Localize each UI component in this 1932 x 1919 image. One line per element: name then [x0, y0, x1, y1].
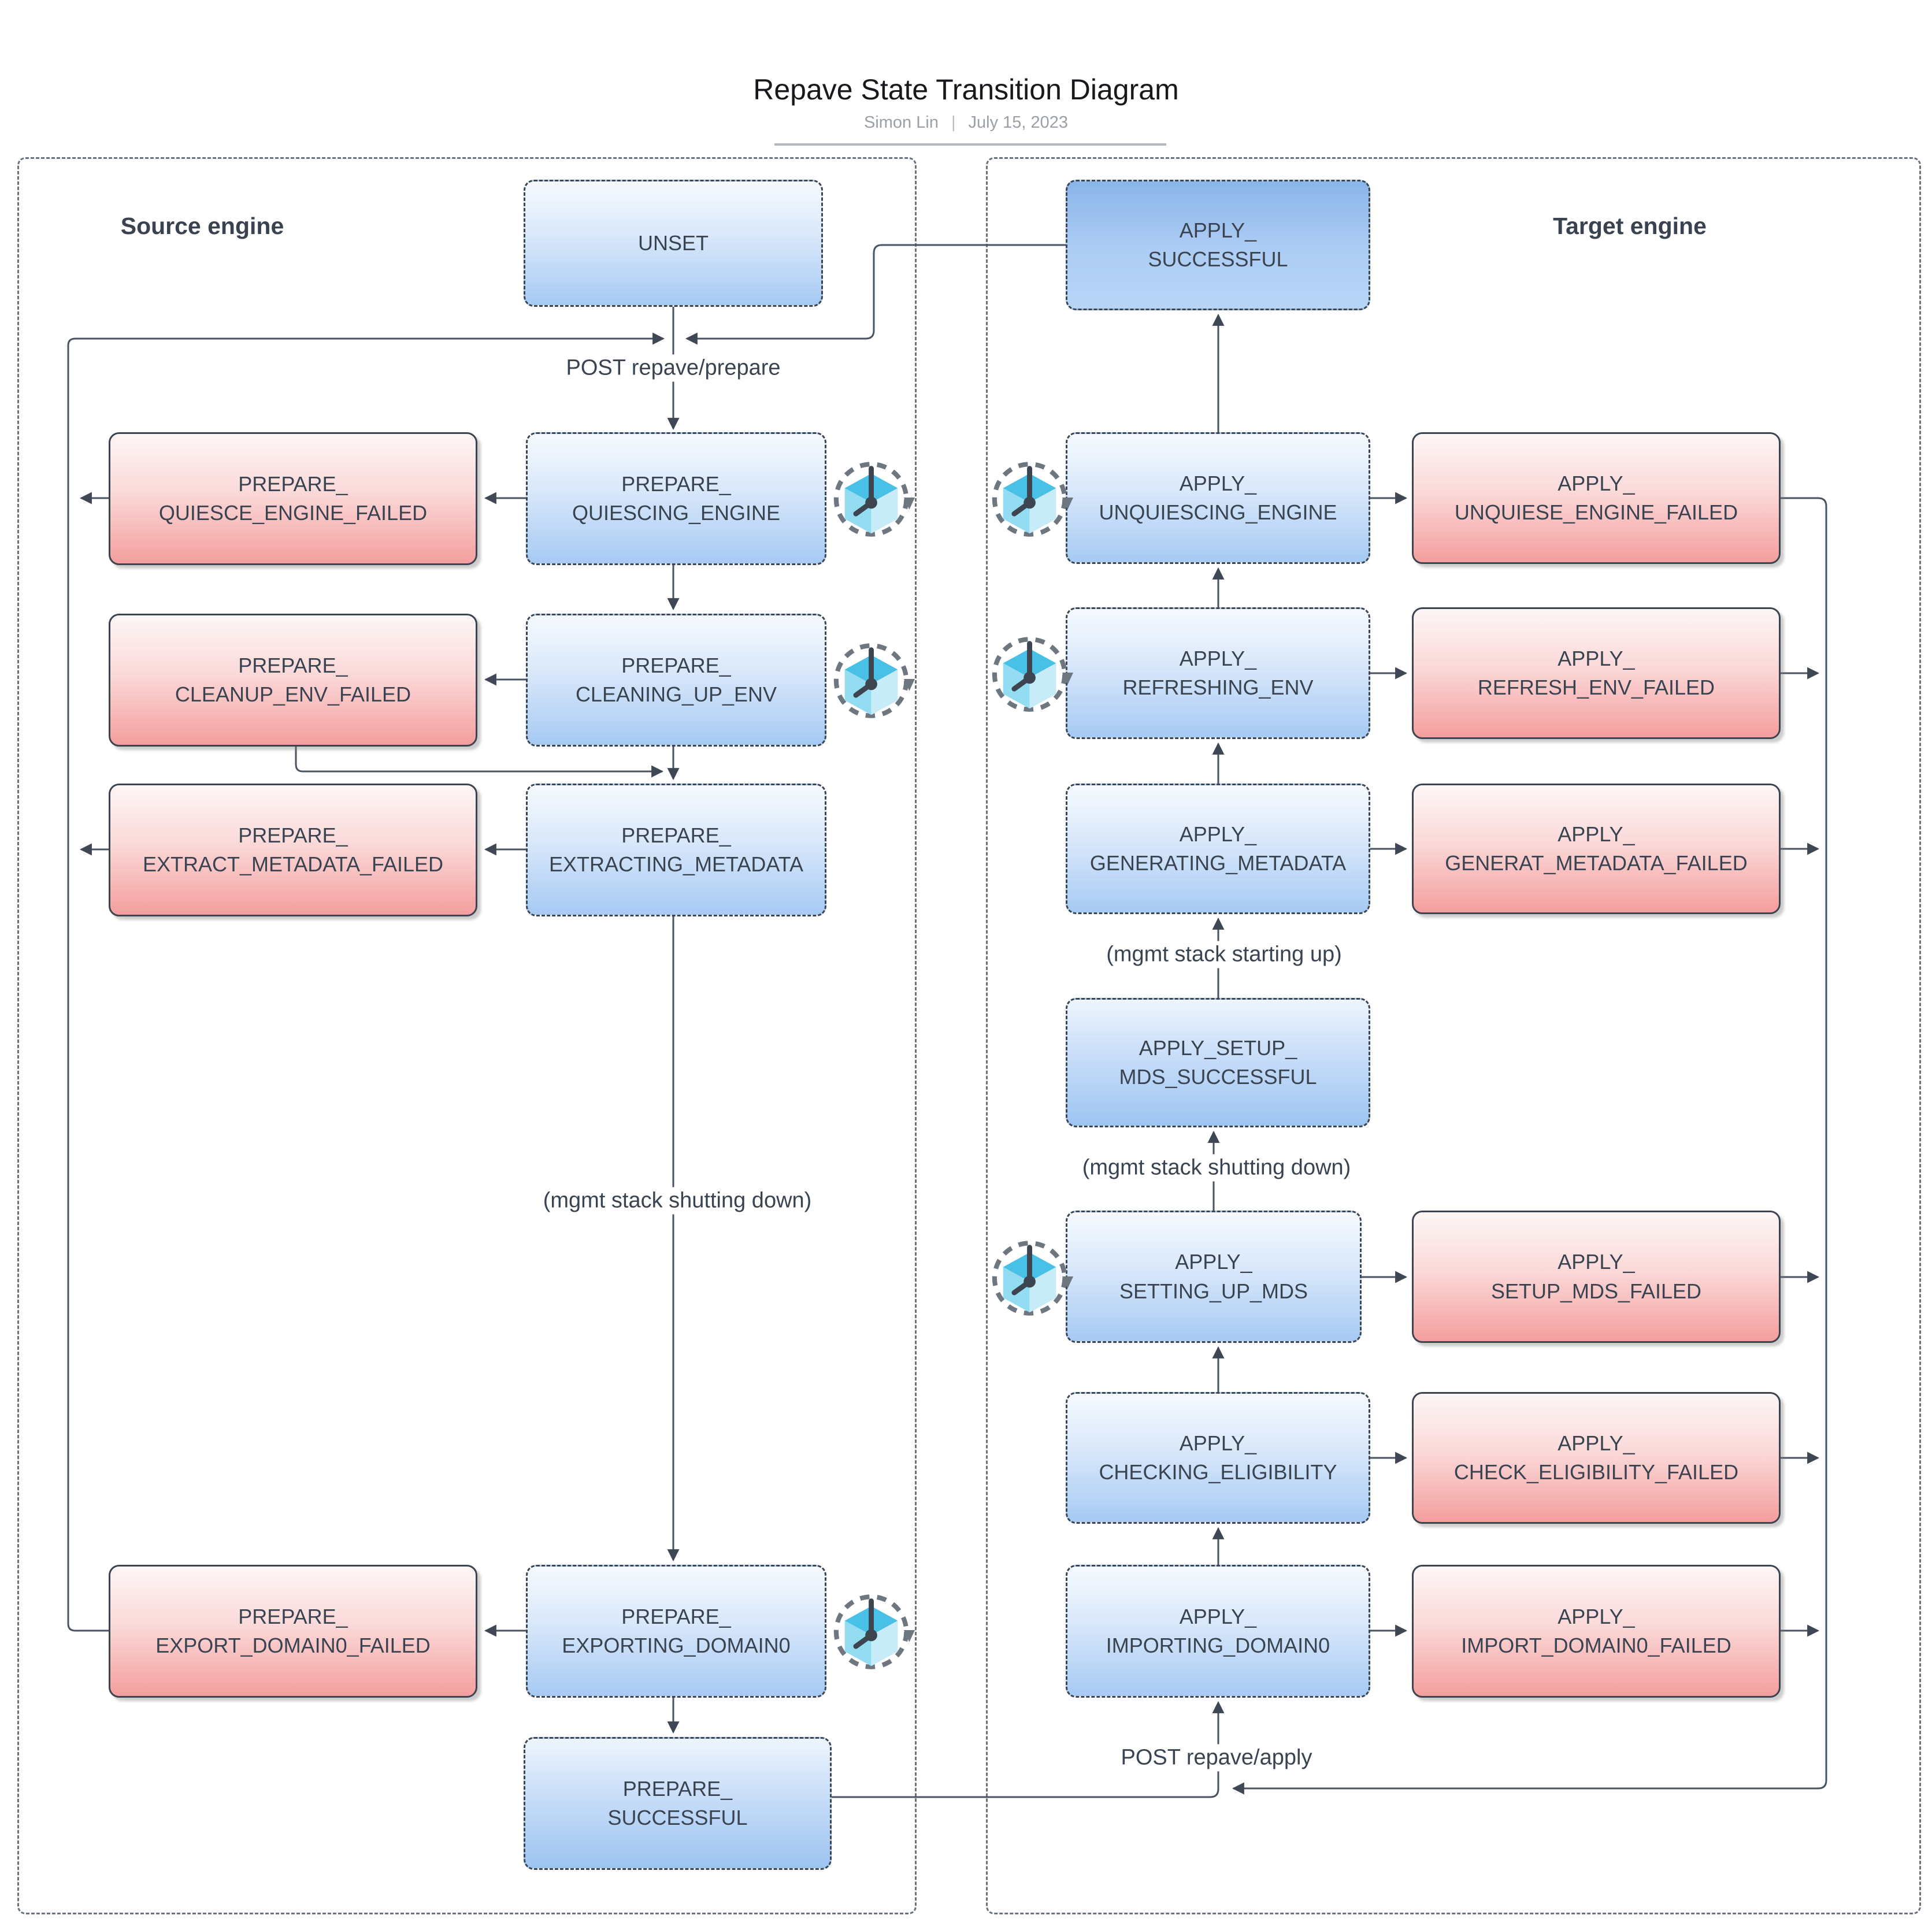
state-apply-refreshing-env: APPLY_ REFRESHING_ENV	[1066, 607, 1370, 739]
state-apply-setting-up-mds: APPLY_ SETTING_UP_MDS	[1066, 1211, 1362, 1343]
state-apply-checking-eligibility: APPLY_ CHECKING_ELIGIBILITY	[1066, 1392, 1370, 1524]
state-apply-generating-metadata: APPLY_ GENERATING_METADATA	[1066, 784, 1370, 914]
retry-clock-icon	[831, 456, 917, 542]
state-prepare-exporting-domain0: PREPARE_ EXPORTING_DOMAIN0	[526, 1565, 826, 1698]
state-apply-importing-domain0: APPLY_ IMPORTING_DOMAIN0	[1066, 1565, 1370, 1698]
retry-clock-icon	[989, 1235, 1075, 1321]
retry-clock-icon	[989, 632, 1075, 717]
state-apply-successful: APPLY_ SUCCESSFUL	[1066, 180, 1370, 310]
retry-clock-icon	[831, 638, 917, 723]
state-apply-unquiescing-engine: APPLY_ UNQUIESCING_ENGINE	[1066, 432, 1370, 564]
state-apply-refresh-env-failed: APPLY_ REFRESH_ENV_FAILED	[1412, 607, 1781, 739]
target-engine-label: Target engine	[1553, 213, 1707, 239]
state-apply-setup-mds-failed: APPLY_ SETUP_MDS_FAILED	[1412, 1211, 1781, 1343]
state-prepare-extracting-metadata: PREPARE_ EXTRACTING_METADATA	[526, 784, 826, 916]
state-prepare-extract-metadata-failed: PREPARE_ EXTRACT_METADATA_FAILED	[109, 784, 477, 916]
target-engine-container	[986, 157, 1921, 1914]
byline: Simon Lin | July 15, 2023	[0, 113, 1932, 132]
edge-label-post-repave-apply: POST repave/apply	[1114, 1744, 1319, 1772]
retry-clock-icon	[989, 456, 1075, 542]
edge-label-post-repave-prepare: POST repave/prepare	[559, 354, 788, 382]
state-prepare-successful: PREPARE_ SUCCESSFUL	[524, 1737, 832, 1870]
source-engine-label: Source engine	[120, 213, 284, 239]
byline-author: Simon Lin	[863, 113, 939, 132]
state-prepare-quiescing-engine: PREPARE_ QUIESCING_ENGINE	[526, 432, 826, 565]
state-apply-unquiese-engine-failed: APPLY_ UNQUIESE_ENGINE_FAILED	[1412, 432, 1781, 564]
state-unset: UNSET	[524, 180, 823, 307]
retry-clock-icon	[831, 1589, 917, 1675]
source-engine-container	[17, 157, 917, 1914]
state-apply-setup-mds-successful: APPLY_SETUP_ MDS_SUCCESSFUL	[1066, 998, 1370, 1127]
byline-underline	[774, 143, 1166, 146]
state-apply-generat-metadata-failed: APPLY_ GENERAT_METADATA_FAILED	[1412, 784, 1781, 914]
state-prepare-cleanup-env-failed: PREPARE_ CLEANUP_ENV_FAILED	[109, 614, 477, 747]
edge-label-mgmt-stack-starting-up: (mgmt stack starting up)	[1099, 941, 1349, 968]
byline-separator: |	[951, 113, 956, 132]
edge-label-mgmt-stack-shutting-down-target: (mgmt stack shutting down)	[1075, 1154, 1358, 1182]
state-prepare-cleaning-up-env: PREPARE_ CLEANING_UP_ENV	[526, 614, 826, 747]
state-apply-check-eligibility-failed: APPLY_ CHECK_ELIGIBILITY_FAILED	[1412, 1392, 1781, 1524]
state-prepare-quiesce-engine-failed: PREPARE_ QUIESCE_ENGINE_FAILED	[109, 432, 477, 565]
state-apply-import-domain0-failed: APPLY_ IMPORT_DOMAIN0_FAILED	[1412, 1565, 1781, 1698]
edge-label-mgmt-stack-shutting-down-source: (mgmt stack shutting down)	[536, 1187, 819, 1215]
page-title: Repave State Transition Diagram	[753, 73, 1179, 106]
byline-date: July 15, 2023	[968, 113, 1069, 132]
state-prepare-export-domain0-failed: PREPARE_ EXPORT_DOMAIN0_FAILED	[109, 1565, 477, 1698]
